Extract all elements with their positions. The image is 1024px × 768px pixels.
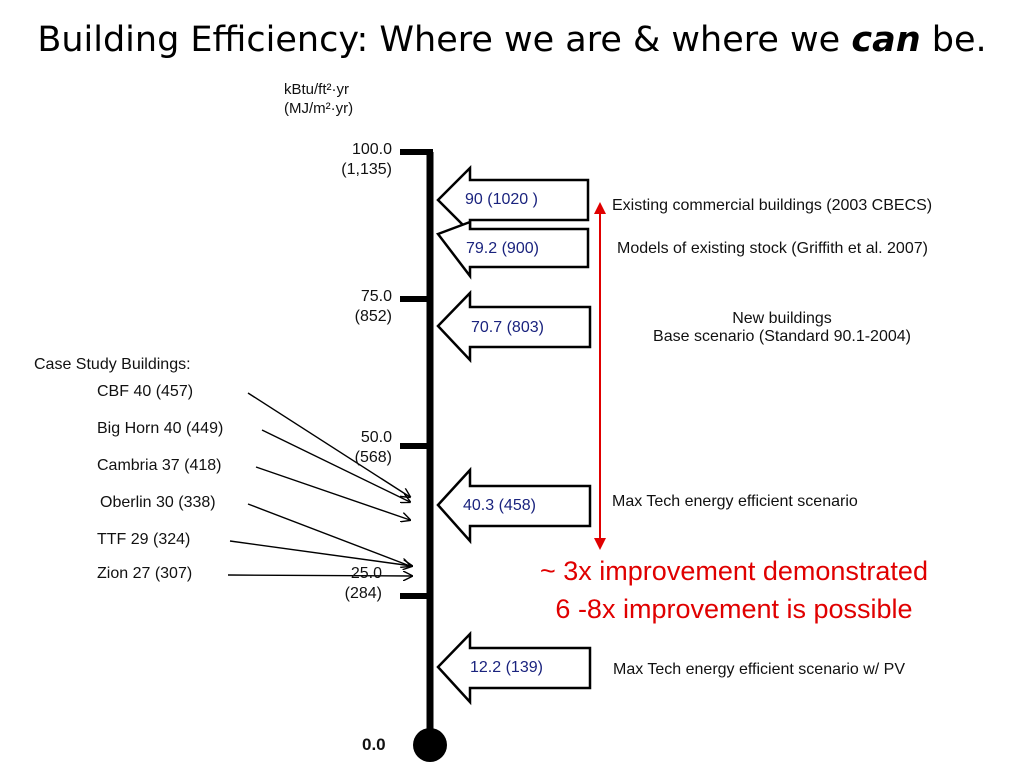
axis-unit-label: kBtu/ft²·yr (MJ/m²·yr) [284,80,353,118]
tick-metric: (568) [354,449,392,466]
tick-value: 75.0 [360,288,392,305]
tick-metric: (1,135) [341,161,392,178]
slide-title: Building Efficiency: Where we are & wher… [0,0,1024,80]
scenario-desc-70: New buildings Base scenario (Standard 90… [612,310,952,346]
tick-value: 50.0 [360,429,392,446]
scenario-value-79: 79.2 (900) [466,240,539,257]
scenario-arrow-79 [435,220,590,280]
scenario-desc-40: Max Tech energy efficient scenario [612,493,858,510]
scenario-desc-70-line1: New buildings [732,310,832,327]
title-emphasis: can [851,20,921,60]
scenario-value-40: 40.3 (458) [463,497,536,514]
case-study-item: Zion 27 (307) [97,565,193,582]
axis-zero-dot [413,728,447,762]
case-line-bighorn [261,429,410,502]
scenario-arrow-70 [436,289,592,364]
case-line-cbf [247,392,410,497]
scenario-desc-12: Max Tech energy efficient scenario w/ PV [613,661,905,678]
scenario-arrow-12 [436,630,592,706]
tick-value: 100.0 [351,141,392,158]
scenario-desc-79: Models of existing stock (Griffith et al… [617,240,928,257]
scenario-value-12: 12.2 (139) [470,659,543,676]
tick-label-zero: 0.0 [362,735,386,754]
title-suffix: be. [920,20,987,60]
improvement-note-possible: 6 -8x improvement is possible [555,594,913,624]
case-study-item: Big Horn 40 (449) [97,420,224,437]
axis-unit-imperial: kBtu/ft²·yr [284,81,350,98]
case-line-zion [227,575,412,576]
tick-metric: (852) [354,308,392,325]
tick-label-25: 25.0 (284) [292,564,382,604]
case-study-item: Oberlin 30 (338) [100,494,216,511]
tick-label-50: 50.0 (568) [302,428,392,468]
axis-unit-metric: (MJ/m²·yr) [284,100,354,117]
scenario-value-90: 90 (1020 ) [465,191,538,208]
scenario-value-70: 70.7 (803) [471,319,544,336]
case-study-item: Cambria 37 (418) [97,457,222,474]
case-study-item: TTF 29 (324) [97,531,191,548]
improvement-note-demonstrated: ~ 3x improvement demonstrated [540,556,928,586]
tick-value: 25.0 [350,565,382,582]
case-line-oberlin [247,503,410,566]
case-study-heading: Case Study Buildings: [34,356,191,373]
scenario-arrow-40 [436,466,592,545]
case-line-cambria [255,466,410,520]
scenario-desc-90: Existing commercial buildings (2003 CBEC… [612,197,933,214]
case-line-ttf [229,540,412,566]
scenario-desc-70-line2: Base scenario (Standard 90.1-2004) [653,328,911,345]
tick-label-75: 75.0 (852) [302,287,392,327]
title-prefix: Building Efficiency: Where we are & wher… [37,20,852,60]
tick-label-100: 100.0 (1,135) [302,140,392,180]
case-study-item: CBF 40 (457) [97,383,194,400]
tick-metric: (284) [344,585,382,602]
